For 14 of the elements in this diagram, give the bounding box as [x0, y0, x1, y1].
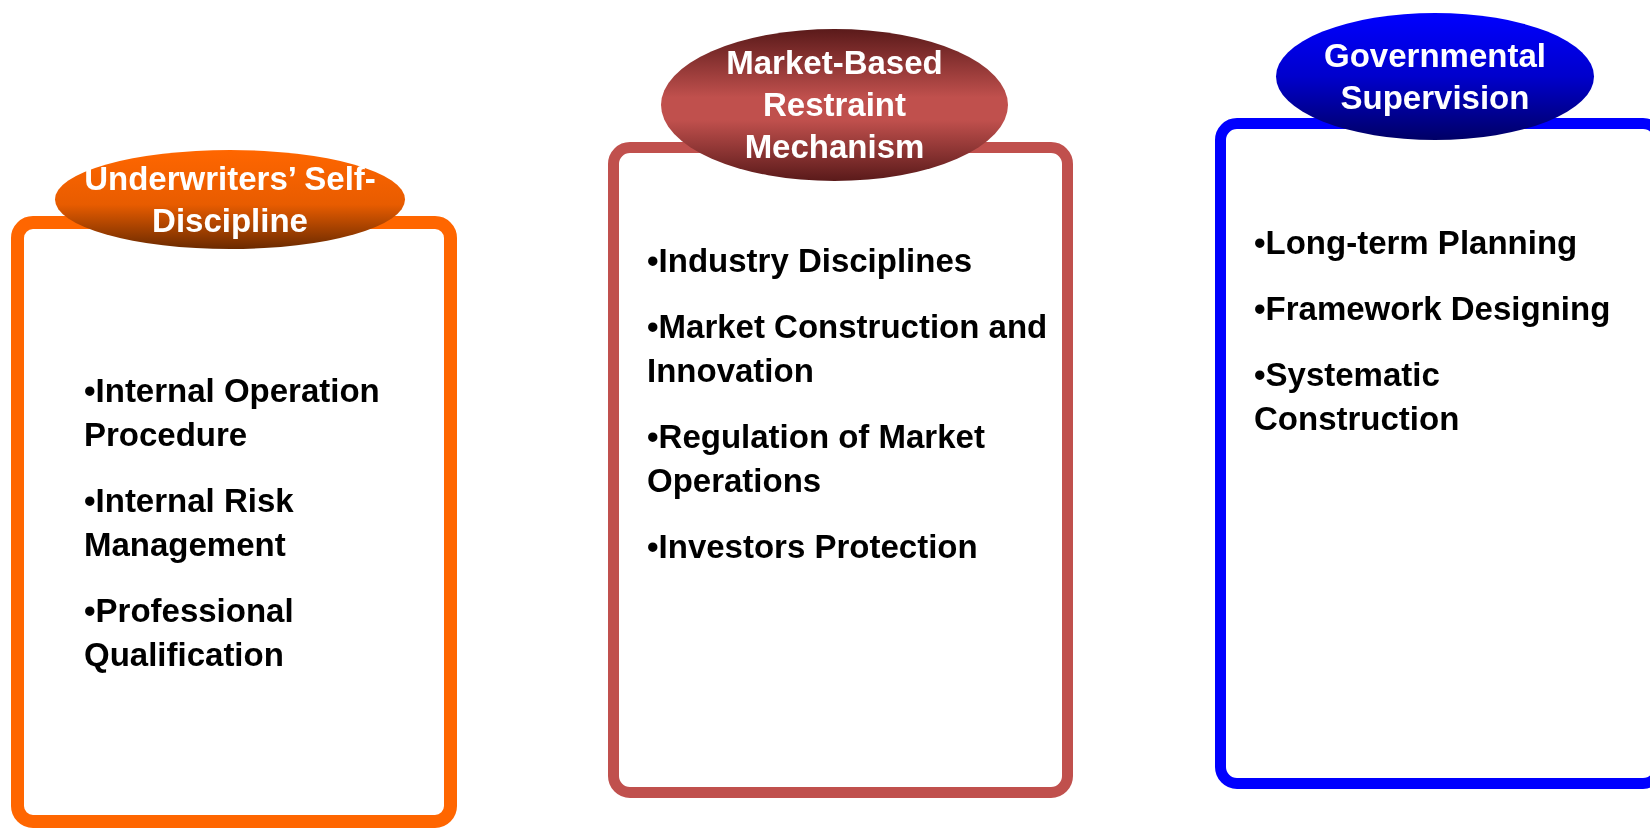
panel-heading: Market-Based Restraint Mechanism — [725, 43, 944, 167]
panel-card — [1215, 118, 1650, 789]
bullet-item: •Long-term Planning — [1254, 223, 1579, 263]
bullet-item: •Systematic Construction — [1254, 355, 1461, 439]
bullet-item: •Regulation of Market Operations — [647, 417, 986, 501]
bullet-item: •Framework Designing — [1254, 289, 1612, 329]
panel-heading: Governmental Supervision — [1323, 35, 1547, 118]
bullet-item: •Internal Operation Procedure — [84, 371, 381, 455]
bullet-item: •Investors Protection — [647, 527, 979, 567]
bullet-item: •Professional Qualification — [84, 591, 295, 675]
bullet-item: •Internal Risk Management — [84, 481, 295, 565]
panel-heading: Underwriters’ Self-Discipline — [83, 158, 377, 241]
bullet-item: •Industry Disciplines — [647, 241, 974, 281]
bullet-item: •Market Construction and Innovation — [647, 307, 1049, 391]
